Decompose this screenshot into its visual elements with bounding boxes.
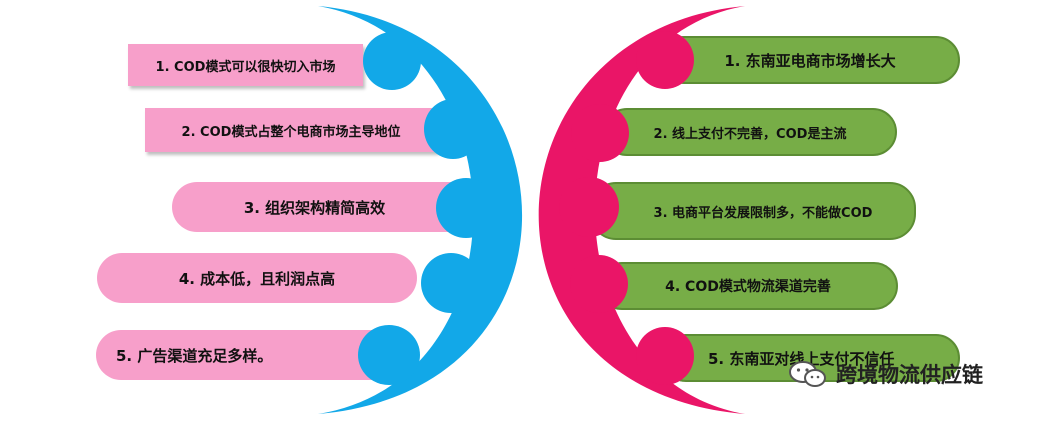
left-item-5: 5. 广告渠道充足多样。 — [96, 330, 376, 380]
left-node-2 — [424, 99, 482, 159]
left-item-4-label: 4. 成本低，且利润点高 — [178, 269, 336, 288]
left-item-2-label: 2. COD模式占整个电商市场主导地位 — [181, 124, 401, 140]
right-item-4: 4. COD模式物流渠道完善 — [598, 262, 898, 310]
left-node-3 — [436, 178, 496, 238]
right-item-1-label: 1. 东南亚电商市场增长大 — [724, 51, 896, 70]
left-item-5-label: 5. 广告渠道充足多样。 — [116, 346, 273, 365]
right-item-3: 3. 电商平台发展限制多，不能做COD — [590, 182, 916, 240]
left-item-4: 4. 成本低，且利润点高 — [97, 253, 417, 303]
left-item-3: 3. 组织架构精简高效 — [172, 182, 457, 232]
watermark: 跨境物流供应链 — [788, 359, 983, 389]
left-node-1 — [363, 32, 421, 90]
right-item-2-label: 2. 线上支付不完善，COD是主流 — [653, 126, 847, 142]
right-item-2: 2. 线上支付不完善，COD是主流 — [603, 108, 897, 156]
left-item-2: 2. COD模式占整个电商市场主导地位 — [145, 108, 437, 152]
left-node-5 — [358, 325, 420, 385]
wechat-icon — [788, 359, 828, 389]
watermark-text: 跨境物流供应链 — [836, 363, 983, 387]
left-item-1: 1. COD模式可以很快切入市场 — [128, 44, 363, 86]
left-node-4 — [421, 253, 481, 313]
right-item-4-label: 4. COD模式物流渠道完善 — [665, 279, 831, 295]
left-item-3-label: 3. 组织架构精简高效 — [243, 198, 386, 217]
right-item-1: 1. 东南亚电商市场增长大 — [660, 36, 960, 84]
right-node-5 — [636, 327, 694, 385]
right-item-5-label: 5. 东南亚对线上支付不信任 — [708, 349, 895, 368]
right-item-3-label: 3. 电商平台发展限制多，不能做COD — [653, 205, 873, 221]
right-node-3 — [559, 177, 619, 237]
right-node-2 — [571, 104, 629, 162]
left-item-1-label: 1. COD模式可以很快切入市场 — [155, 59, 336, 75]
right-node-1 — [636, 31, 694, 89]
right-node-4 — [570, 255, 628, 313]
